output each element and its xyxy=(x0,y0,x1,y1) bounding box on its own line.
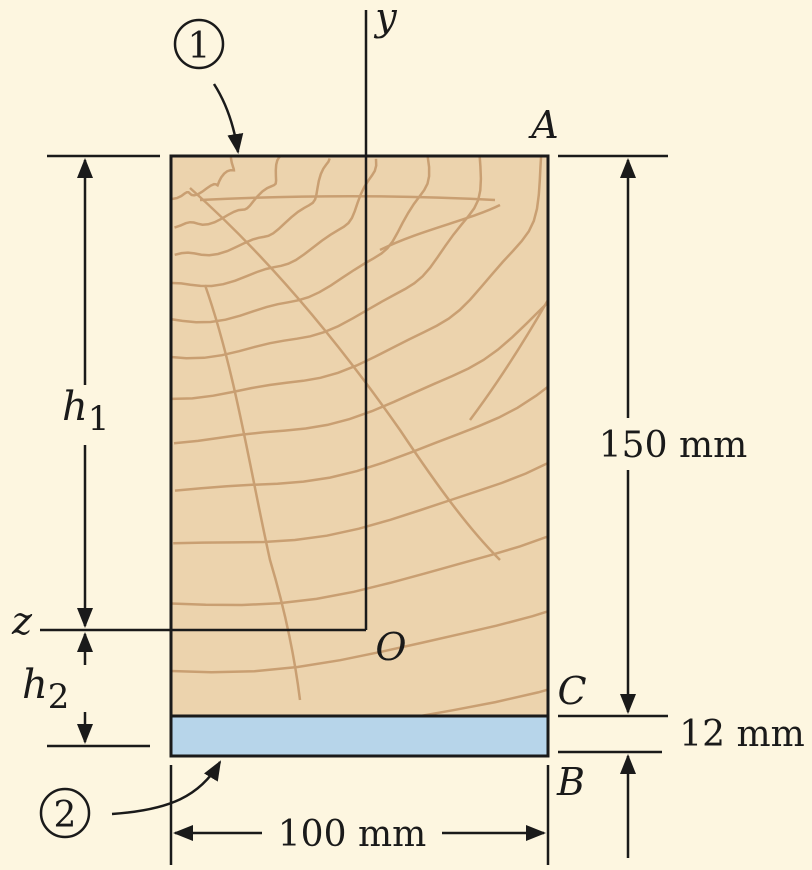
grain-ring xyxy=(171,156,483,360)
plate-thickness-label: 12 mm xyxy=(679,714,805,755)
grain-ring xyxy=(171,156,543,401)
callout-2-label: 2 xyxy=(54,795,77,836)
grain-ring xyxy=(173,461,548,545)
callout-1-circle xyxy=(173,18,225,70)
grain-crack xyxy=(203,284,302,701)
z-axis-label: z xyxy=(11,599,33,643)
point-b-label: B xyxy=(556,760,585,804)
height-dimension-label: 150 mm xyxy=(599,425,747,466)
grain-crack xyxy=(199,195,496,202)
grain-crack xyxy=(189,187,501,561)
callout-1-leader xyxy=(212,83,244,154)
steel-plate xyxy=(169,714,550,758)
grain-ring xyxy=(174,156,282,229)
grain-ring xyxy=(171,535,548,607)
origin-o-label: O xyxy=(375,625,406,669)
grain-ring xyxy=(171,609,548,674)
callout-2-circle xyxy=(39,787,91,839)
callout-1-label: 1 xyxy=(188,26,211,67)
h2-label: h2 xyxy=(22,662,69,717)
callout-2-leader xyxy=(111,760,222,816)
grain-ring xyxy=(171,156,236,201)
grain-ring xyxy=(173,300,548,445)
point-c-label: C xyxy=(557,669,586,713)
grain-ring xyxy=(174,157,331,257)
grain-ring xyxy=(174,385,548,492)
grain-crack xyxy=(468,299,548,421)
point-a-label: A xyxy=(528,103,558,147)
y-axis-label: y xyxy=(373,0,397,39)
h1-label: h1 xyxy=(62,384,109,439)
grain-ring xyxy=(172,158,378,288)
grain-crack xyxy=(379,203,501,252)
width-dimension-label: 100 mm xyxy=(278,814,426,855)
wood-grain xyxy=(171,156,548,716)
